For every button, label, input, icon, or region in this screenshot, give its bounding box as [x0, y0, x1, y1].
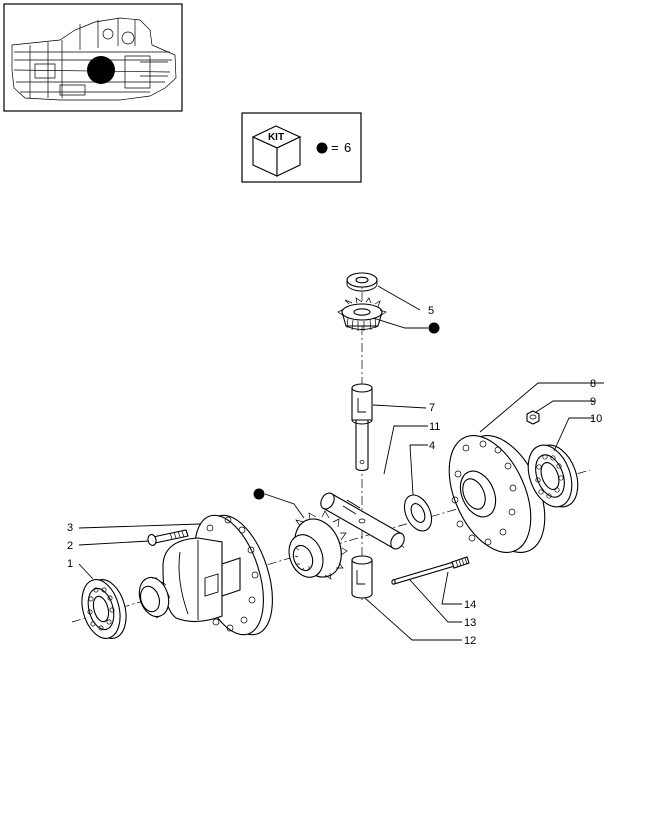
washer-part-4 [403, 494, 433, 532]
bearing-right-part-10 [527, 444, 579, 508]
callout-14: 14 [464, 599, 476, 611]
kit-box-icon: KIT [251, 125, 302, 177]
locator-thumbnail [3, 3, 183, 112]
kit-legend: KIT = 6 [241, 112, 362, 183]
kit-dot-icon [428, 322, 440, 334]
kit-quantity: 6 [344, 140, 351, 155]
callout-10: 10 [590, 413, 602, 425]
nut-part-9 [526, 410, 540, 425]
callout-13: 13 [464, 617, 476, 629]
callout-9: 9 [590, 396, 596, 408]
bearing-left-part-1 [81, 579, 127, 639]
kit-dot-icon [253, 488, 265, 500]
callout-8: 8 [590, 378, 596, 390]
callout-7: 7 [429, 402, 435, 414]
kit-dot-icon [316, 142, 328, 154]
callout-2: 2 [67, 540, 73, 552]
locator-dot [87, 56, 115, 84]
planet-gear-top [337, 297, 387, 331]
callout-4: 4 [429, 440, 435, 452]
short-pin-part-7 [351, 383, 373, 472]
kit-label: KIT [268, 132, 284, 143]
kit-equals: = [331, 140, 339, 155]
differential-housing-part-3 [138, 514, 273, 636]
stud-part-14 [451, 556, 470, 569]
differential-cover-part-8 [448, 435, 546, 553]
short-pin-part-12 [351, 555, 373, 599]
callout-1: 1 [67, 558, 73, 570]
thrust-washer-part-5 [346, 272, 378, 292]
side-gear-left [288, 510, 348, 580]
callout-12: 12 [464, 635, 476, 647]
callout-3: 3 [67, 522, 73, 534]
long-pin-part-11 [320, 492, 405, 550]
bolt-part-2 [147, 529, 189, 546]
leader-lines [78, 285, 604, 641]
callout-5: 5 [428, 305, 434, 317]
callout-11: 11 [429, 421, 440, 433]
